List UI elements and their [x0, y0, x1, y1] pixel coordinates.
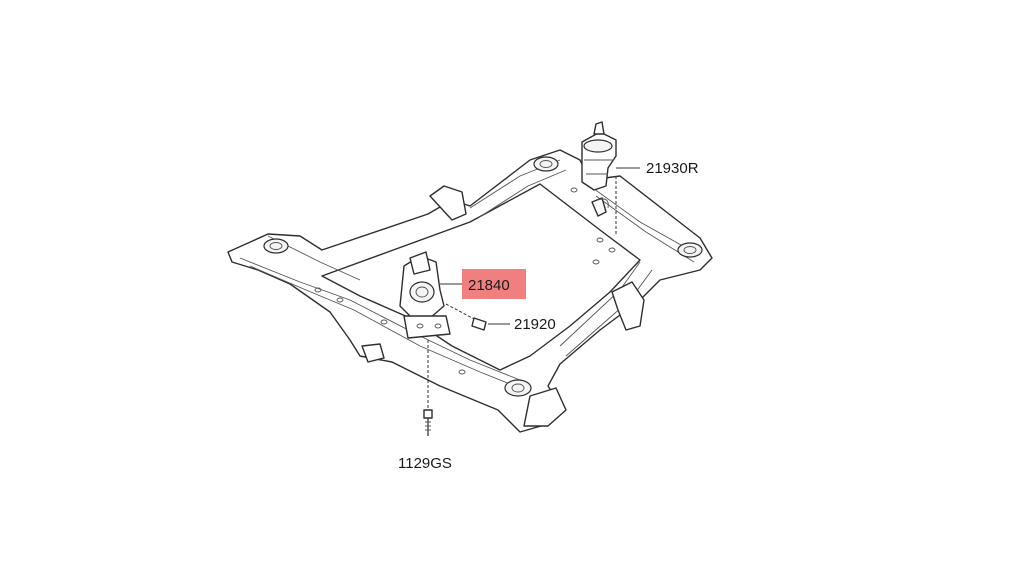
engine-mount-selected [399, 251, 451, 339]
front-right-bracket [523, 387, 567, 427]
selected-part-highlight [462, 269, 526, 299]
engine-mount-right [581, 121, 617, 191]
label-21930r[interactable]: 21930R [646, 160, 699, 177]
bushing-rear-right [677, 242, 703, 258]
label-1129gs[interactable]: 1129GS [398, 455, 452, 472]
label-21920[interactable]: 21920 [514, 316, 556, 333]
front-tab [361, 343, 385, 363]
bushing-rear-left [533, 156, 559, 172]
upper-bracket [429, 185, 467, 221]
bushing-front-right [504, 379, 532, 397]
side-bracket [611, 281, 645, 331]
label-21840[interactable]: 21840 [468, 277, 510, 294]
bolt-1129gs [423, 340, 433, 436]
bolt-21920 [445, 303, 487, 331]
bushing-front-left [263, 238, 289, 254]
